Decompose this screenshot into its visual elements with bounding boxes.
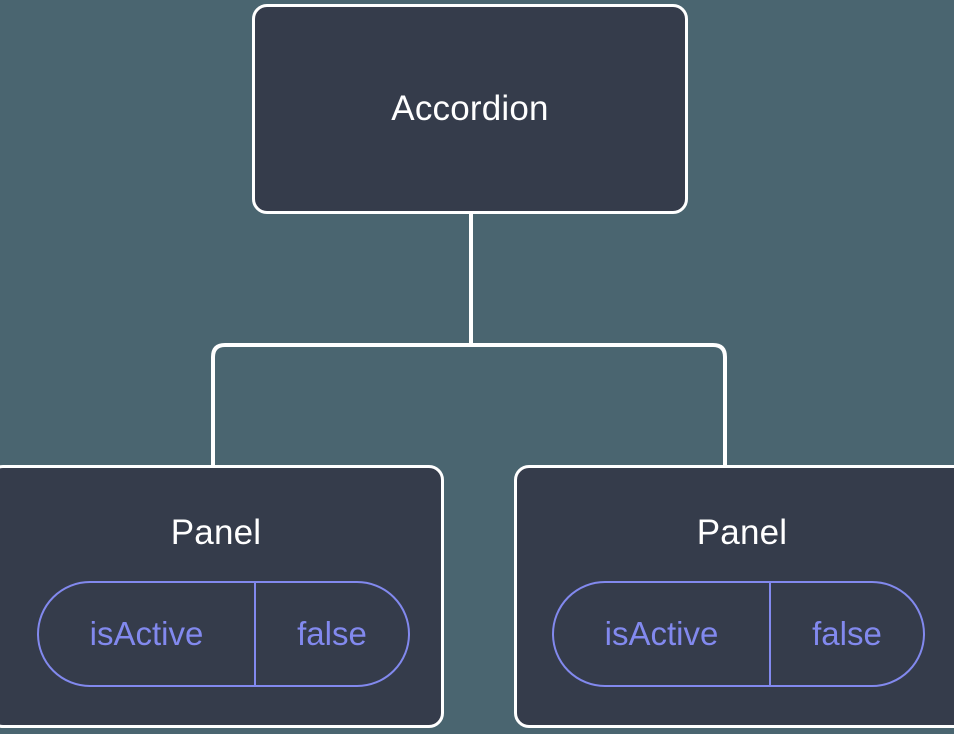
state-key-panel-1: isActive: [89, 615, 204, 652]
node-panel-2-label: Panel: [696, 513, 788, 552]
state-badge-panel-2[interactable]: isActive false: [552, 580, 925, 687]
state-value-panel-1: false: [297, 615, 367, 652]
state-divider-panel-2: [769, 582, 771, 685]
node-accordion[interactable]: Accordion: [252, 4, 688, 214]
node-accordion-label: Accordion: [391, 88, 549, 128]
node-panel-2[interactable]: Panel isActive false: [514, 465, 954, 728]
state-divider-panel-1: [254, 582, 256, 685]
state-badge-panel-1[interactable]: isActive false: [37, 580, 410, 687]
node-panel-1[interactable]: Panel isActive false: [0, 465, 444, 728]
state-key-panel-2: isActive: [604, 615, 719, 652]
state-value-panel-2: false: [812, 615, 882, 652]
edge-root-to-panel-2: [471, 343, 727, 466]
node-panel-1-label: Panel: [170, 513, 262, 552]
edge-root-to-panel-1: [211, 343, 471, 466]
